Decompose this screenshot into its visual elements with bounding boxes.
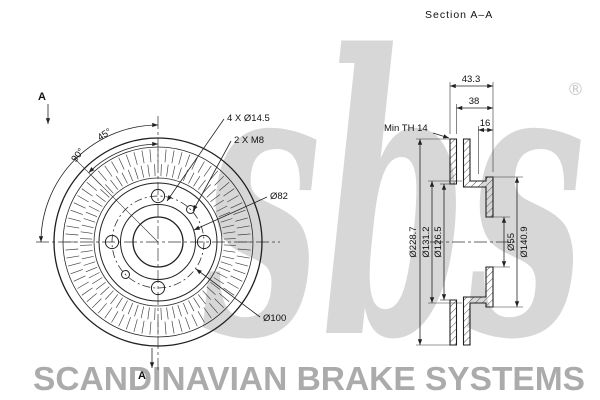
angle-90-arc [38,122,159,243]
outer-diameter-label: Ø228.7 [408,226,419,257]
sbs-watermark-text: sbs [200,0,585,400]
registered-trademark-icon: ® [567,80,584,100]
flange-diameter-label: Ø140.9 [519,226,530,257]
width-total-label: 43.3 [462,74,481,85]
hub-step-circle [120,204,196,280]
section-title: Section A–A [425,9,493,21]
leader-pcd [195,268,261,318]
vent-inner-circle [93,177,223,307]
vent-outer-circle [62,146,254,338]
angle-90-label: 90° [69,146,87,164]
hub-outer-circle [98,182,218,302]
bolt-hole [196,234,212,250]
vent-pattern [65,149,251,335]
min-thickness-label: Min TH 14 [384,123,428,134]
width-inner-label: 38 [469,96,480,107]
min-thickness-leader [432,132,450,139]
angle-45-label: 45° [96,126,114,143]
hub-diameter-label: Ø82 [270,191,288,202]
leader-thread-holes [192,140,232,212]
thread-hole-m8 [121,270,130,279]
front-view: 45° 90° A A 4 X Ø14.5 2 X M8 Ø82 Ø100 [36,91,288,382]
section-marker-bottom: A [138,370,146,382]
center-bore-circle [132,216,184,268]
outer-edge-circle [53,137,263,347]
bolt-holes-label: 4 X Ø14.5 [227,113,270,124]
center-bore-label: Ø55 [506,233,517,251]
friction-inner-diameter-label: Ø126.5 [433,226,444,257]
brand-banner: SCANDINAVIAN BRAKE SYSTEMS [33,360,585,397]
friction-plate-outboard-top [449,138,458,185]
leader-hub-diameter [193,196,268,231]
leader-bolt-holes [166,118,225,202]
hat-outer-diameter-label: Ø131.2 [421,226,432,257]
bolt-hole [150,280,166,296]
friction-plate-outboard-bottom [449,299,458,346]
pcd-label: Ø100 [263,313,286,324]
sbs-watermark: sbs ® [200,0,585,400]
section-marker-top: A [38,91,46,103]
thread-holes-label: 2 X M8 [234,135,264,146]
section-view: Section A–A 43.3 38 16 Min TH 14 [384,9,530,346]
width-flange-label: 16 [480,118,491,129]
bolt-circle-dashed [111,195,205,289]
